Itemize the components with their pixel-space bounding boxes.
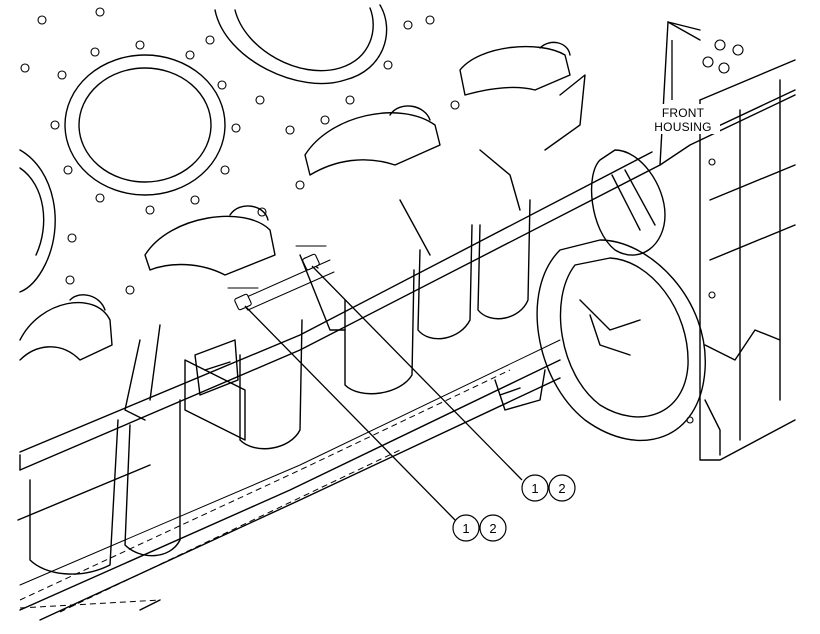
callout-bubble-upper-a <box>521 474 549 502</box>
deck-cutouts <box>19 41 571 361</box>
callout-upper-a-text: 1 <box>531 481 538 496</box>
front-housing-label-line2: HOUSING <box>654 120 711 134</box>
side-ribs <box>124 74 586 421</box>
bolt-holes <box>20 7 744 424</box>
crankcase-windows <box>29 199 531 575</box>
leader-line-upper <box>311 265 523 481</box>
pan-rail <box>19 339 561 611</box>
front-housing-label-bg <box>650 104 720 134</box>
callout-lower-a-text: 1 <box>462 521 469 536</box>
callout-bubble-lower-a <box>452 514 480 542</box>
front-housing-label-line1: FRONT <box>662 106 705 120</box>
front-housing <box>536 21 796 461</box>
callout-upper-b-text: 2 <box>558 481 565 496</box>
callout-bubble-upper-b <box>548 474 576 502</box>
callout-lower-b-text: 2 <box>489 521 496 536</box>
plug-upper <box>295 245 327 271</box>
callout-upper: 1 2 <box>521 474 576 502</box>
callout-bubble-lower-b <box>479 514 507 542</box>
block-outline <box>17 21 796 621</box>
leader-line-lower <box>244 305 457 522</box>
cylinder-bores <box>19 4 388 293</box>
callout-lower: 1 2 <box>452 514 507 542</box>
